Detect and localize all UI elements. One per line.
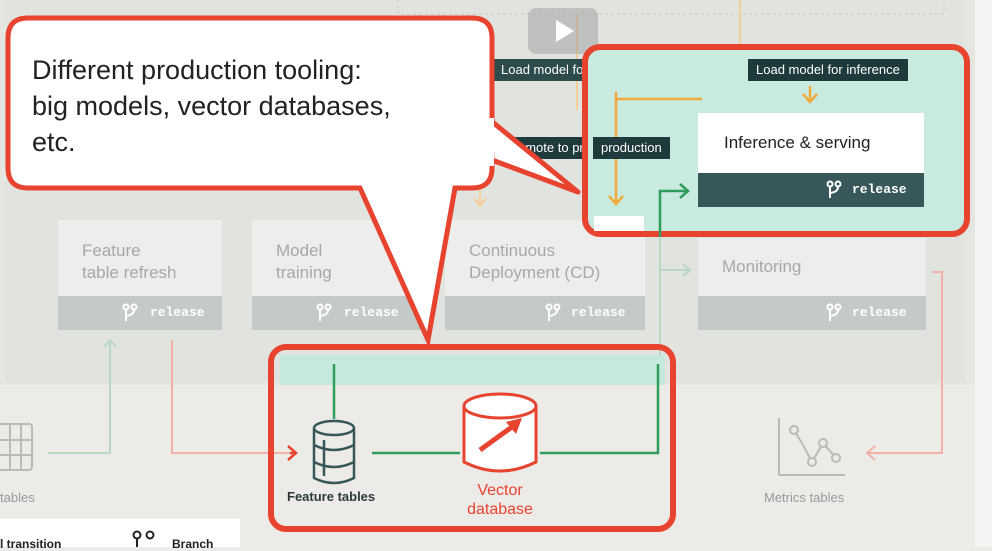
tag-load-inference: Load model for inference xyxy=(748,59,908,81)
play-icon xyxy=(556,20,574,42)
branch-icon xyxy=(316,303,332,321)
top-dashed-box xyxy=(397,0,945,15)
storage-contents xyxy=(287,364,660,485)
branch-icon xyxy=(545,303,561,321)
card-title: Continuous Deployment (CD) xyxy=(469,241,601,282)
branch-icon xyxy=(122,303,138,321)
legend-branch: Branch xyxy=(172,537,214,551)
legend-transition: l transition xyxy=(0,537,62,551)
callout-text: Different production tooling: big models… xyxy=(32,55,391,157)
card-monitoring: Monitoring release xyxy=(698,238,926,330)
tables-label-partial: tables xyxy=(0,490,35,505)
card-title: Model training xyxy=(276,241,332,282)
card-title: Inference & serving xyxy=(724,133,871,152)
metrics-tables-label: Metrics tables xyxy=(764,490,845,505)
legend: l transition Branch xyxy=(0,519,240,551)
card-title: Monitoring xyxy=(722,257,802,276)
release-label: release xyxy=(344,305,399,320)
video-play-button[interactable] xyxy=(528,8,598,54)
bottom-connectors xyxy=(0,271,943,476)
database-stack-icon xyxy=(312,419,356,485)
card-inference-serving: Inference & serving release xyxy=(698,113,924,207)
card-title: Feature table refresh xyxy=(82,241,177,282)
release-bar: release xyxy=(698,296,926,330)
branch-icon xyxy=(826,303,842,321)
callout-bubble xyxy=(5,15,581,349)
card-continuous-deployment: Continuous Deployment (CD) release xyxy=(445,220,645,330)
branch-icon xyxy=(826,180,842,198)
release-bar: release xyxy=(58,296,222,330)
release-bar: release xyxy=(445,296,645,330)
release-bar: release xyxy=(698,173,924,207)
branch-legend-icon xyxy=(132,530,155,547)
teal-band xyxy=(280,355,665,385)
release-label: release xyxy=(571,305,626,320)
right-edge xyxy=(975,0,992,547)
feature-tables-label: Feature tables xyxy=(287,489,376,504)
release-label: release xyxy=(852,182,907,197)
vector-database-icon xyxy=(462,392,538,473)
vector-database-label: Vector database xyxy=(467,482,533,518)
card-model-training: Model training release xyxy=(252,220,422,330)
inference-connectors xyxy=(594,86,818,237)
card-feature-table-refresh: Feature table refresh release xyxy=(58,220,222,330)
release-bar: release xyxy=(252,296,422,330)
release-label: release xyxy=(852,305,907,320)
tag-production: production xyxy=(593,137,670,159)
release-label: release xyxy=(150,305,205,320)
storage-highlight-box xyxy=(268,344,676,532)
